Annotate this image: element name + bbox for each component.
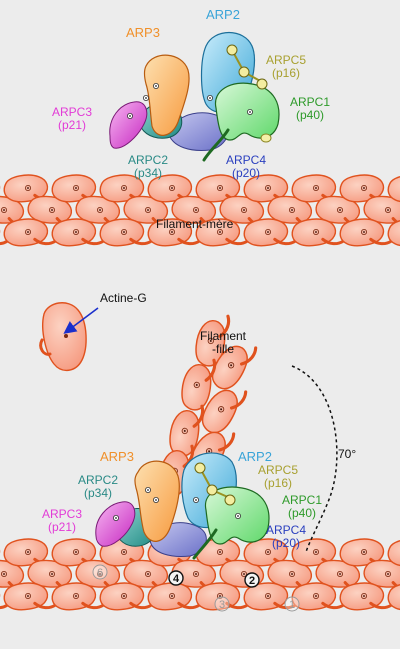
label-arpc2-bottom-name: ARPC2 <box>78 473 119 487</box>
label-arpc5-sub: (p16) <box>272 66 301 80</box>
subunit-number-markers: 6 4 2 3 1 <box>92 564 300 612</box>
label-arpc3-bottom-name: ARPC3 <box>42 507 83 521</box>
label-daughter-line1: Filament <box>200 329 247 343</box>
label-arpc1-sub: (p40) <box>296 108 325 122</box>
actin-g-monomer <box>39 302 87 371</box>
label-daughter-line2: -fille <box>212 342 235 356</box>
subunit-number-label: 1 <box>289 599 295 611</box>
label-arpc4-sub: (p20) <box>232 166 261 180</box>
label-arpc2-top: ARPC2 (p34) <box>128 154 168 180</box>
label-arp3-bottom: ARP3 <box>100 449 134 464</box>
label-arpc3-sub: (p21) <box>58 118 87 132</box>
subunit-number-label: 4 <box>173 573 180 585</box>
subunit-number-label: 2 <box>249 575 255 587</box>
label-arpc5-top: ARPC5 (p16) <box>266 54 306 80</box>
label-arpc3-bottom: ARPC3 (p21) <box>42 508 82 534</box>
label-arpc5-name: ARPC5 <box>266 53 307 67</box>
label-arp2-bottom: ARP2 <box>238 449 272 464</box>
arp23-complex-top <box>109 32 280 162</box>
subunit-number-circle <box>284 596 300 612</box>
label-arpc1-bottom-sub: (p40) <box>288 506 317 520</box>
label-daughter-filament: Filament -fille <box>200 330 246 356</box>
subunit-number-circle <box>244 572 260 588</box>
label-mother-filament: Filament-mère <box>156 217 234 231</box>
label-arpc3-name: ARPC3 <box>52 105 93 119</box>
subunit-number-circle <box>168 570 184 586</box>
label-arpc4-bottom: ARPC4 (p20) <box>266 524 306 550</box>
arp3-subunit <box>143 54 190 136</box>
label-actin-g: Actine-G <box>100 291 147 305</box>
label-arpc4-bottom-name: ARPC4 <box>266 523 307 537</box>
arp23-complex-bottom <box>95 452 270 560</box>
label-arpc3-bottom-sub: (p21) <box>48 520 77 534</box>
label-arp2-top: ARP2 <box>206 7 240 22</box>
label-arpc2-bottom: ARPC2 (p34) <box>78 474 118 500</box>
subunit-number-circle <box>214 596 230 612</box>
label-angle: 70° <box>338 447 357 461</box>
label-arpc5-bottom-name: ARPC5 <box>258 463 299 477</box>
label-arpc1-bottom: ARPC1 (p40) <box>282 494 322 520</box>
angle-arc <box>291 365 338 553</box>
label-arp3-top: ARP3 <box>126 25 160 40</box>
label-arpc4-top: ARPC4 (p20) <box>226 154 266 180</box>
label-arpc2-name: ARPC2 <box>128 153 169 167</box>
label-arpc1-top: ARPC1 (p40) <box>290 96 330 122</box>
label-arpc1-name: ARPC1 <box>290 95 331 109</box>
label-arpc5-bottom-sub: (p16) <box>264 476 293 490</box>
subunit-number-label: 3 <box>219 599 225 611</box>
label-arpc1-bottom-name: ARPC1 <box>282 493 323 507</box>
subunit-number-label: 6 <box>97 567 103 579</box>
subunit-number-circle <box>92 564 108 580</box>
arpc3-subunit-bottom <box>95 501 136 547</box>
actin-g-arrow <box>63 307 99 334</box>
mother-filament-top <box>0 170 400 250</box>
label-arpc3-top: ARPC3 (p21) <box>52 106 92 132</box>
arpc3-subunit <box>109 101 148 149</box>
label-arpc2-sub: (p34) <box>134 166 163 180</box>
label-arpc5-bottom: ARPC5 (p16) <box>258 464 298 490</box>
label-arpc4-bottom-sub: (p20) <box>272 536 301 550</box>
label-arpc4-name: ARPC4 <box>226 153 267 167</box>
label-arpc2-bottom-sub: (p34) <box>84 486 113 500</box>
